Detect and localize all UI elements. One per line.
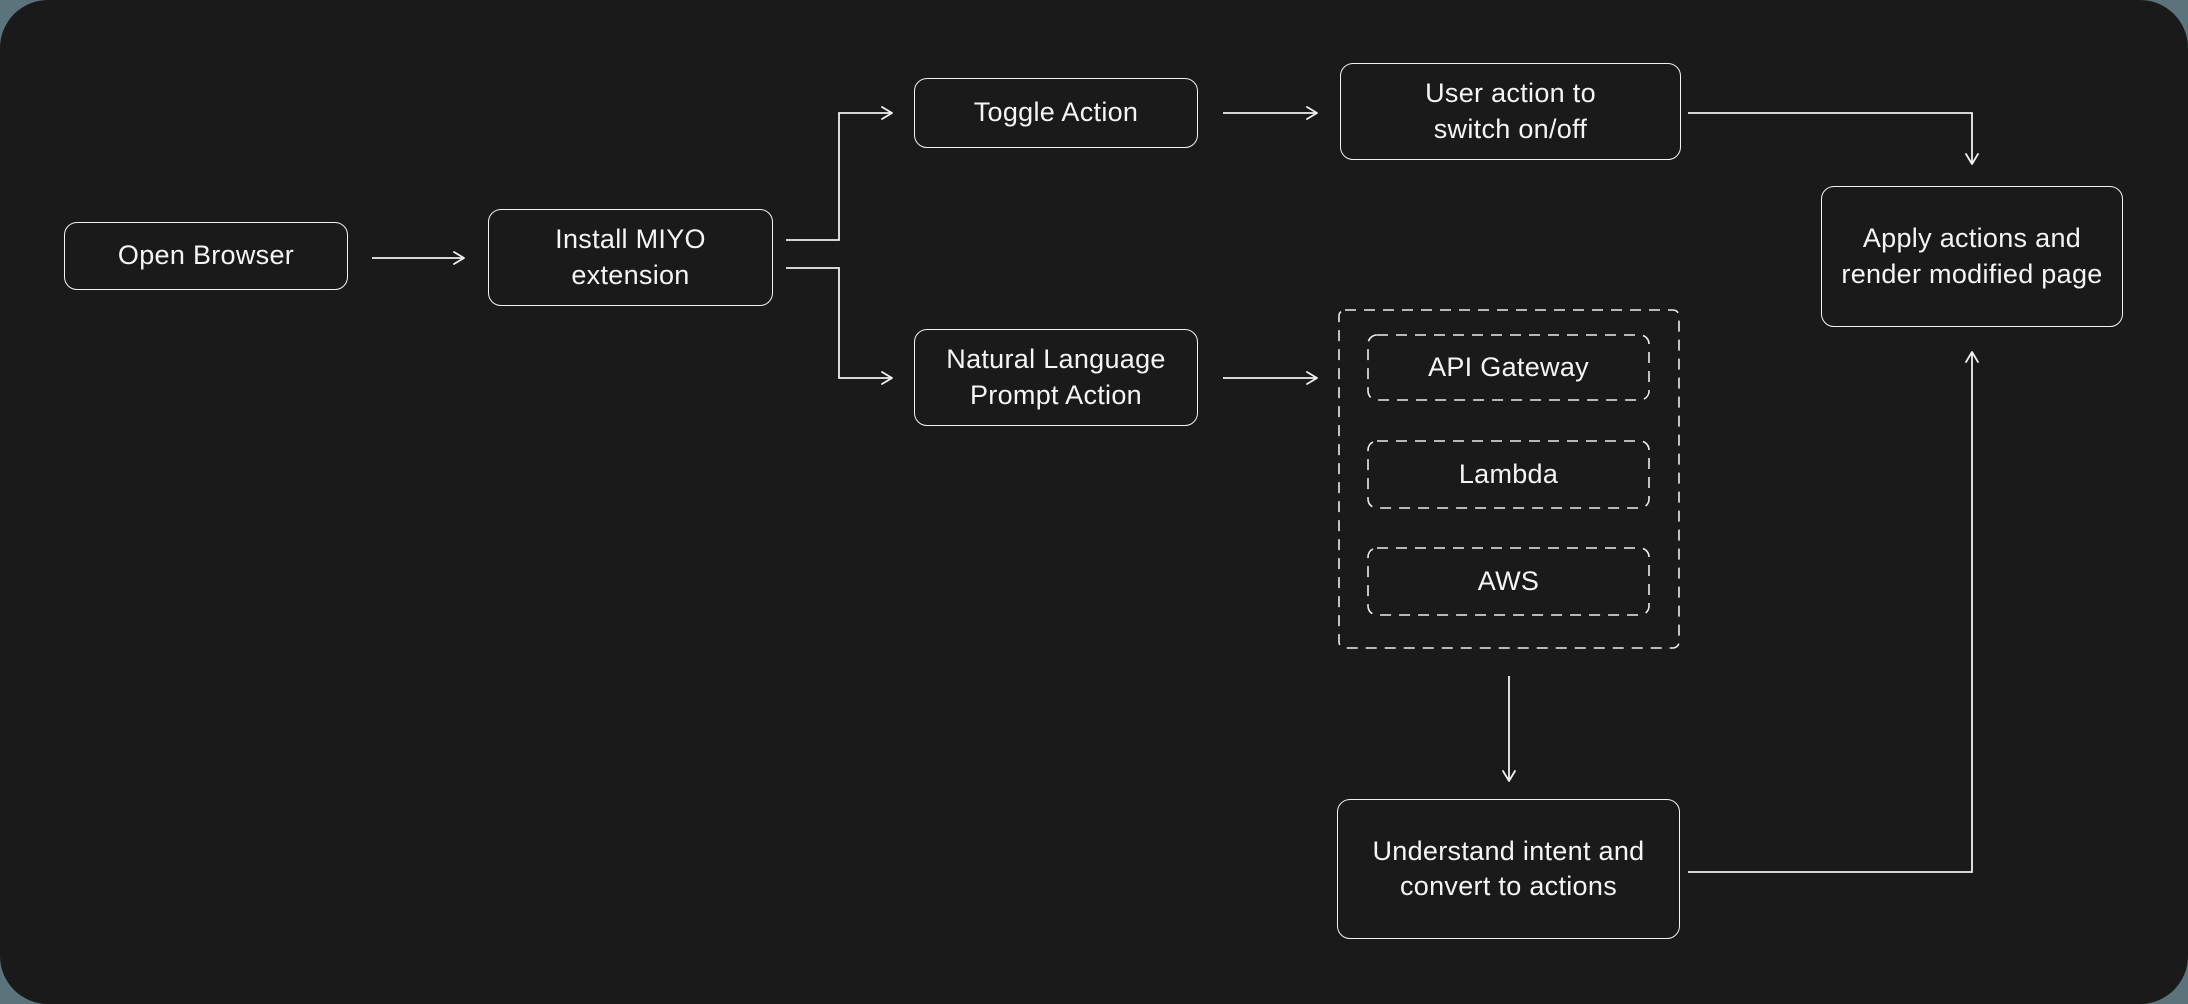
node-lambda: Lambda xyxy=(1458,458,1559,489)
edge-understand-intent-to-apply-actions xyxy=(1688,351,1979,873)
edge-install-miyo-to-toggle-action xyxy=(786,106,893,241)
node-toggle-action: Toggle Action xyxy=(914,78,1198,148)
node-open-browser: Open Browser xyxy=(64,222,348,290)
node-aws: AWS xyxy=(1477,565,1540,596)
node-natural-language-prompt-action: Natural Language Prompt Action xyxy=(914,329,1198,426)
edge-user-action-to-apply-actions xyxy=(1688,112,1979,165)
edge-install-miyo-to-nlp-action xyxy=(786,267,893,385)
node-apply-actions-render-page: Apply actions and render modified page xyxy=(1821,186,2123,327)
node-api-gateway: API Gateway xyxy=(1428,351,1589,382)
node-user-action-switch: User action to switch on/off xyxy=(1340,63,1681,160)
node-install-miyo-extension: Install MIYO extension xyxy=(488,209,773,306)
node-understand-intent: Understand intent and convert to actions xyxy=(1337,799,1680,939)
